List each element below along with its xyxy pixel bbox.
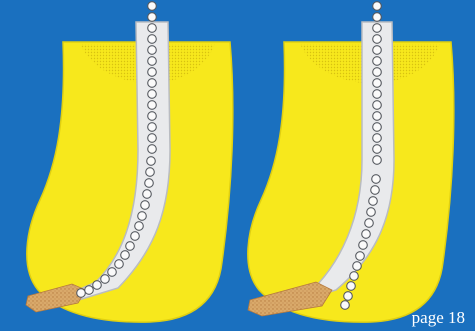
right-file-bead — [344, 292, 353, 301]
right-file-bead — [341, 301, 350, 310]
left-file-bead — [126, 242, 135, 251]
right-file-bead — [373, 2, 382, 11]
right-file-bead — [356, 252, 365, 261]
right-file-bead — [367, 208, 376, 217]
right-file-bead — [369, 197, 378, 206]
right-file-bead — [373, 13, 382, 22]
left-file-bead — [101, 275, 110, 284]
left-file-bead — [143, 190, 152, 199]
left-file-bead — [115, 260, 124, 269]
left-file-bead — [148, 79, 157, 88]
right-file-bead — [353, 262, 362, 271]
right-file-bead — [373, 68, 382, 77]
right-file-bead — [373, 112, 382, 121]
page-number: page 18 — [412, 309, 465, 326]
left-file-bead — [135, 222, 144, 231]
left-file-bead — [148, 112, 157, 121]
right-file-bead — [373, 46, 382, 55]
left-file-bead — [148, 13, 157, 22]
left-file-bead — [85, 286, 94, 295]
right-file-bead — [365, 219, 374, 228]
left-file-bead — [138, 212, 147, 221]
right-tooth — [248, 2, 454, 322]
right-file-bead — [373, 145, 382, 154]
left-file-bead — [148, 35, 157, 44]
left-file-bead — [148, 145, 157, 154]
left-file-bead — [148, 46, 157, 55]
left-root — [27, 42, 233, 322]
left-file-bead — [145, 179, 154, 188]
right-file-bead — [373, 90, 382, 99]
left-file-bead — [108, 268, 117, 277]
right-file-bead — [372, 175, 381, 184]
right-file-bead — [373, 123, 382, 132]
right-file-bead — [347, 282, 356, 291]
left-file-bead — [77, 289, 86, 298]
left-file-bead — [148, 2, 157, 11]
right-root — [248, 42, 454, 322]
left-file-bead — [148, 24, 157, 33]
left-file-bead — [148, 90, 157, 99]
left-tooth — [26, 2, 233, 322]
left-file-bead — [148, 57, 157, 66]
right-file-bead — [373, 101, 382, 110]
left-file-bead — [131, 232, 140, 241]
right-file-bead — [373, 156, 382, 165]
left-file-bead — [148, 134, 157, 143]
right-file-bead — [373, 134, 382, 143]
left-file-bead — [93, 281, 102, 290]
right-file-bead — [371, 186, 380, 195]
left-file-bead — [148, 68, 157, 77]
left-file-bead — [141, 201, 150, 210]
left-file-bead — [146, 168, 155, 177]
left-file-bead — [121, 251, 130, 260]
left-file-bead — [148, 123, 157, 132]
right-file-bead — [359, 241, 368, 250]
right-file-bead — [362, 230, 371, 239]
left-file-bead — [148, 101, 157, 110]
right-file-bead — [373, 57, 382, 66]
right-file-bead — [373, 24, 382, 33]
left-file-bead — [147, 157, 156, 166]
right-file-bead — [373, 79, 382, 88]
right-file-bead — [373, 35, 382, 44]
right-file-bead — [350, 272, 359, 281]
